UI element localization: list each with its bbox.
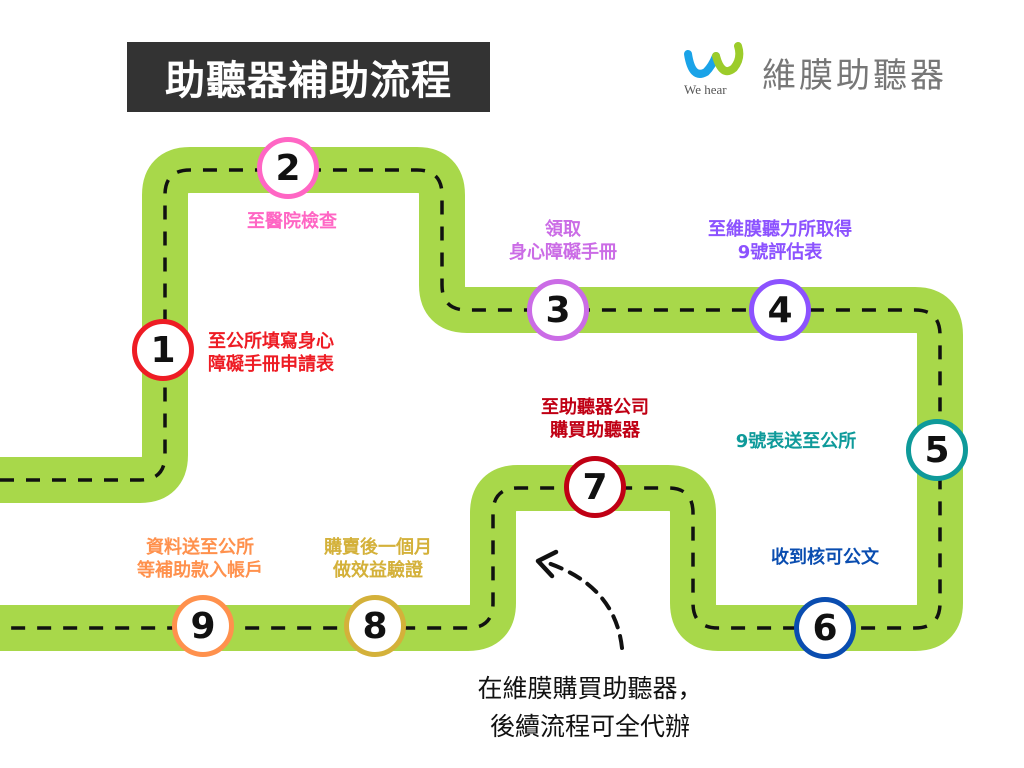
step-number: 9 (190, 605, 216, 647)
arrow-curve (543, 560, 624, 650)
step-label-line1: 至助聽器公司 (541, 397, 649, 418)
step-label-line2: 購買助聽器 (550, 420, 640, 441)
note-text: 在維膜購買助聽器， 後續流程可全代辦 (440, 670, 740, 746)
step-label-line2: 障礙手冊申請表 (208, 354, 334, 375)
step-1-label: 至公所填寫身心障礙手冊申請表 (208, 330, 334, 376)
step-label-line1: 購賣後一個月 (324, 537, 432, 558)
step-number: 3 (545, 289, 571, 331)
step-label-line1: 至維膜聽力所取得 (708, 219, 852, 240)
step-8-circle: 8 (344, 595, 406, 657)
note-line-1: 在維膜購買助聽器， (477, 674, 703, 703)
step-number: 8 (362, 605, 388, 647)
note-line-2: 後續流程可全代辦 (489, 712, 690, 741)
step-6-label: 收到核可公文 (725, 546, 925, 569)
step-9-circle: 9 (172, 595, 234, 657)
arrow-head-icon (535, 549, 559, 579)
logo: We hear 維膜助聽器 (680, 42, 1000, 102)
page-title: 助聽器補助流程 (127, 42, 490, 112)
step-label-line1: 至公所填寫身心 (208, 331, 334, 352)
step-number: 4 (767, 289, 793, 331)
wehear-logo-icon (684, 42, 744, 78)
step-7-circle: 7 (564, 456, 626, 518)
step-3-circle: 3 (527, 279, 589, 341)
step-number: 5 (924, 429, 950, 471)
logo-english: We hear (684, 82, 727, 97)
step-label-line1: 資料送至公所 (146, 537, 254, 558)
step-5-label: 9號表送至公所 (696, 430, 896, 453)
step-7-label: 至助聽器公司購買助聽器 (495, 396, 695, 442)
step-3-label: 領取身心障礙手冊 (463, 218, 663, 264)
step-label-line1: 9號表送至公所 (735, 431, 857, 452)
step-label-line2: 身心障礙手冊 (509, 242, 617, 263)
step-label-line2: 等補助款入帳戶 (137, 560, 263, 581)
step-label-line2: 9號評估表 (737, 242, 823, 263)
step-9-label: 資料送至公所等補助款入帳戶 (100, 536, 300, 582)
step-label-line1: 至醫院檢查 (247, 211, 337, 232)
step-8-label: 購賣後一個月做效益驗證 (278, 536, 478, 582)
step-2-circle: 2 (257, 137, 319, 199)
step-number: 2 (275, 147, 301, 189)
step-number: 1 (150, 329, 176, 371)
step-1-circle: 1 (132, 319, 194, 381)
step-label-line1: 收到核可公文 (771, 547, 879, 568)
step-number: 7 (582, 466, 608, 508)
step-5-circle: 5 (906, 419, 968, 481)
logo-brand: 維膜助聽器 (762, 56, 947, 96)
step-4-circle: 4 (749, 279, 811, 341)
step-label-line2: 做效益驗證 (333, 560, 423, 581)
step-number: 6 (812, 607, 838, 649)
step-2-label: 至醫院檢查 (192, 210, 392, 233)
step-label-line1: 領取 (545, 219, 581, 240)
step-6-circle: 6 (794, 597, 856, 659)
